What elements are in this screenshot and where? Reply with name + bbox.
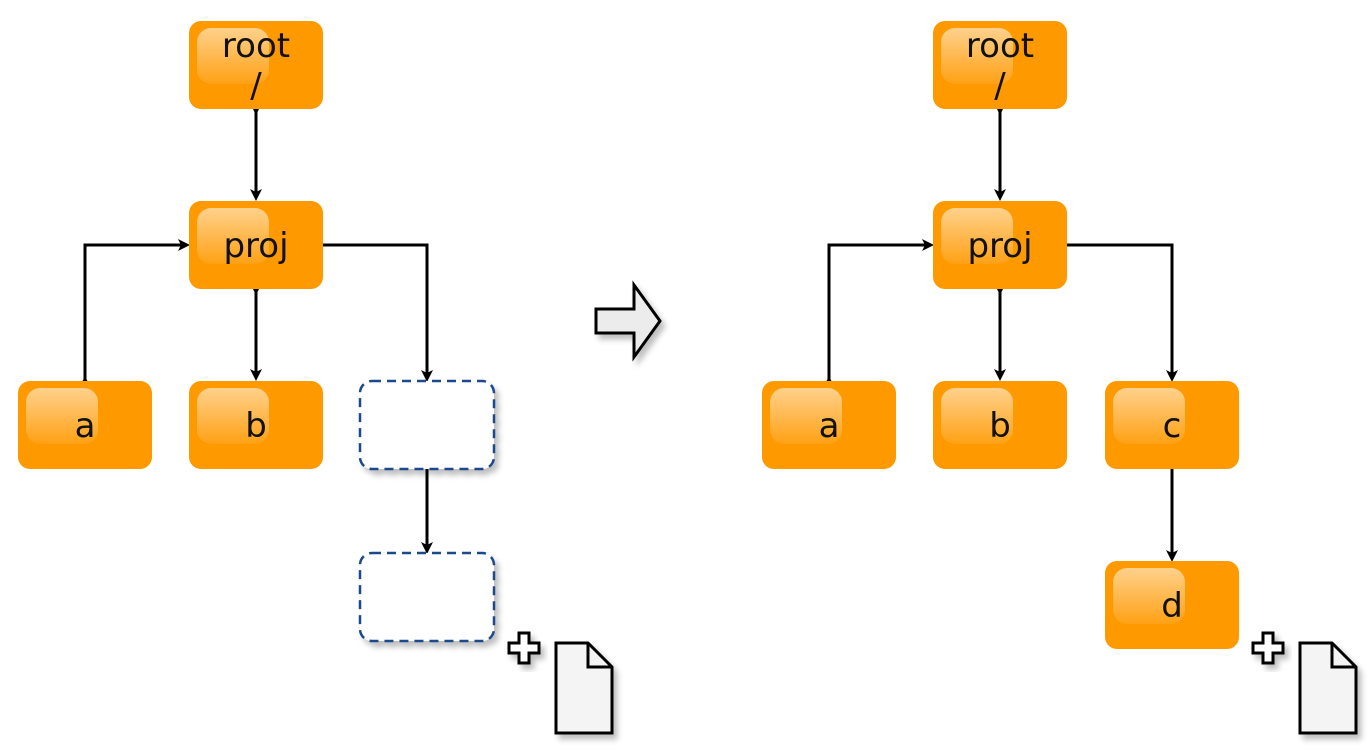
node-proj: proj	[189, 201, 323, 289]
node-b: b	[189, 381, 323, 469]
node-label: /	[994, 66, 1006, 106]
node-c: c	[1105, 381, 1239, 469]
edges	[79, 103, 1178, 562]
node-label: root	[966, 26, 1034, 66]
node-label: proj	[967, 226, 1032, 266]
node-root: root/	[933, 21, 1067, 109]
node-label: b	[245, 406, 267, 446]
document-icon	[554, 641, 614, 735]
node-proj: proj	[933, 201, 1067, 289]
node-label: a	[819, 406, 840, 446]
edge-proj-new1	[323, 243, 433, 382]
node-d: d	[1105, 561, 1239, 649]
edge-a-proj	[79, 239, 190, 388]
icons	[507, 280, 1358, 735]
node-label: /	[250, 66, 262, 106]
node-label: b	[989, 406, 1011, 446]
plus-icon	[507, 631, 541, 665]
node-a: a	[18, 381, 152, 469]
node-a: a	[762, 381, 896, 469]
transition-arrow-icon	[594, 280, 662, 362]
node-root: root/	[189, 21, 323, 109]
document-icon	[1298, 641, 1358, 735]
edge-a-proj	[823, 239, 934, 388]
node-label: proj	[223, 226, 288, 266]
node-b: b	[933, 381, 1067, 469]
edge-proj-c	[1067, 243, 1178, 382]
node-label: d	[1161, 586, 1183, 626]
node-label: c	[1163, 406, 1182, 446]
node-new2	[358, 551, 496, 643]
node-label: a	[75, 406, 96, 446]
node-new1	[358, 379, 496, 471]
plus-icon	[1251, 631, 1285, 665]
node-label: root	[222, 26, 290, 66]
